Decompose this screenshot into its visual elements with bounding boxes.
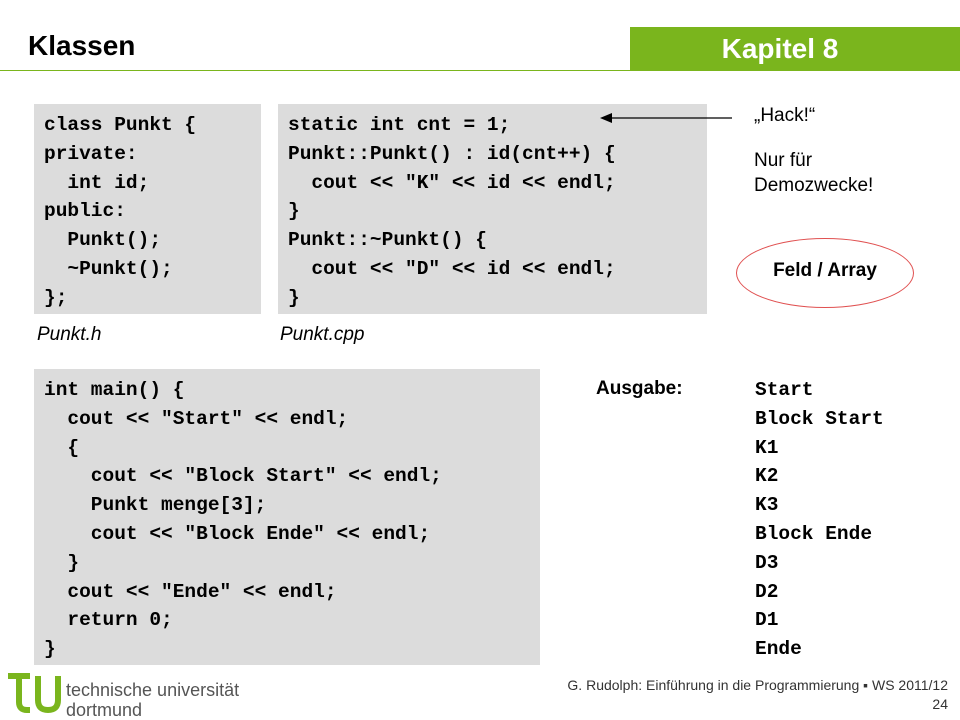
page-number: 24 — [932, 696, 948, 712]
note-hack: „Hack!“ — [754, 105, 816, 126]
code-line: } — [288, 200, 300, 223]
highlight-label: Feld / Array — [773, 260, 877, 281]
university-name: technische universität dortmund — [66, 680, 239, 720]
code-line: Punkt menge[3]; — [44, 494, 267, 517]
highlight-ellipse — [736, 238, 914, 308]
code-line: static int cnt = 1; — [288, 114, 511, 136]
tu-logo-icon — [8, 673, 61, 714]
code-line: class Punkt { — [44, 114, 197, 136]
output-line: D3 — [755, 551, 779, 574]
code-line: cout << "Start" << endl; — [44, 407, 349, 430]
code-line: int id; — [44, 171, 150, 194]
output-line: D1 — [755, 609, 779, 632]
code-line: } — [44, 551, 80, 574]
footer-credit-text: G. Rudolph: Einführung in die Programmie… — [567, 677, 948, 693]
code-line: cout << "Block Ende" << endl; — [44, 522, 431, 545]
output-line: Block Start — [755, 407, 884, 430]
code-line: cout << "D" << id << endl; — [288, 257, 616, 280]
code-block-header: class Punkt { private: int id; public: Pun… — [34, 104, 261, 314]
chapter-badge: Kapitel 8 — [630, 27, 960, 71]
code-line: private: — [44, 142, 138, 165]
code-line: cout << "Block Start" << endl; — [44, 465, 442, 488]
code-line: cout << "Ende" << endl; — [44, 580, 337, 603]
header-rule — [0, 70, 630, 71]
output-line: Start — [755, 379, 814, 401]
output-line: K2 — [755, 465, 779, 488]
university-line2: dortmund — [66, 700, 143, 720]
code-line: ~Punkt(); — [44, 257, 173, 280]
output-line: Ende — [755, 638, 802, 661]
footer-credit: G. Rudolph: Einführung in die Programmie… — [567, 676, 948, 714]
slide-title: Klassen — [28, 30, 136, 61]
note-demo-line2: Demozwecke! — [754, 175, 874, 196]
arrow-icon — [600, 113, 732, 123]
code-line: int main() { — [44, 379, 185, 401]
note-demo-line1: Nur für — [754, 150, 813, 171]
caption-header-file: Punkt.h — [37, 324, 102, 345]
code-line: Punkt::~Punkt() { — [288, 229, 487, 252]
code-line: }; — [44, 286, 68, 309]
university-line1: technische universität — [66, 680, 240, 700]
code-line: { — [44, 436, 80, 459]
code-line: Punkt::Punkt() : id(cnt++) { — [288, 142, 616, 165]
output-line: K3 — [755, 494, 779, 517]
chapter-label: Kapitel 8 — [721, 33, 839, 64]
code-line: return 0; — [44, 609, 173, 632]
caption-impl-file: Punkt.cpp — [280, 324, 365, 345]
output-line: Block Ende — [755, 522, 873, 545]
code-block-main: int main() { cout << "Start" << endl; { … — [34, 369, 540, 665]
code-block-impl: static int cnt = 1;Punkt::Punkt() : id(c… — [278, 104, 707, 314]
code-line: } — [288, 286, 300, 309]
code-line: public: — [44, 200, 126, 223]
output-label: Ausgabe: — [596, 378, 683, 399]
code-line: cout << "K" << id << endl; — [288, 171, 616, 194]
output-line: K1 — [755, 436, 779, 459]
code-line: } — [44, 638, 56, 661]
output-line: D2 — [755, 580, 779, 603]
code-line: Punkt(); — [44, 229, 162, 252]
